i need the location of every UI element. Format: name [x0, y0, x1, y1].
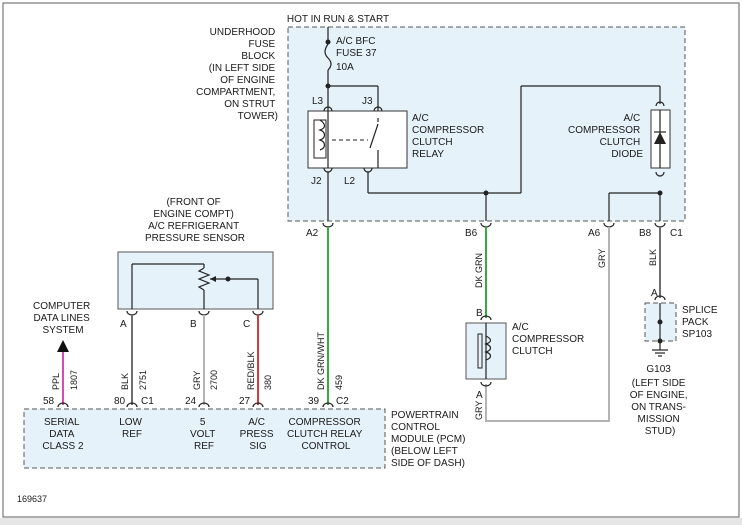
wire-gry-sensor-color: GRY [192, 371, 202, 390]
computer-data-lines-system: COMPUTER DATA LINES SYSTEM [33, 301, 93, 352]
wire-dk-grn-color: DK GRN [474, 253, 484, 288]
wire-ppl-circuit: 1807 [69, 370, 79, 390]
relay-label: A/C COMPRESSOR CLUTCH RELAY [412, 113, 487, 160]
connector-b6: B6 [465, 228, 478, 239]
pcm-connector-c2: C2 [336, 396, 349, 407]
sensor-pin-c: C [243, 319, 250, 330]
ac-refrigerant-pressure-sensor: (FRONT OF ENGINE COMPT) A/C REFRIGERANT … [117, 197, 274, 330]
pcm-pin-27: 27 [239, 396, 251, 407]
fuse-block-label: UNDERHOOD FUSE BLOCK (IN LEFT SIDE OF EN… [196, 27, 278, 122]
hot-in-run-start-label: HOT IN RUN & START [287, 14, 389, 25]
pcm-label: POWERTRAIN CONTROL MODULE (PCM) (BELOW L… [391, 410, 468, 469]
wire-blk-sensor-color: BLK [120, 373, 130, 390]
relay-pin-l2: L2 [344, 176, 356, 187]
fuse-block-internal-wiring [327, 85, 663, 221]
wire-blk-ground-color: BLK [648, 249, 658, 266]
wire-gry-diode [485, 227, 610, 422]
pcm-pin-label-low-ref: LOW REF [119, 417, 145, 440]
ground-label: G103 (LEFT SIDE OF ENGINE, ON TRANS- MIS… [630, 364, 691, 437]
wire-gry-sensor-circuit: 2700 [209, 370, 219, 390]
diode-label: A/C COMPRESSOR CLUTCH DIODE [568, 113, 643, 160]
clutch-gry-label: GRY [474, 401, 484, 420]
figure-number: 169637 [17, 494, 47, 504]
pcm-pin-24: 24 [185, 396, 197, 407]
pcm-pin-label-press-sig: A/C PRESS SIG [240, 417, 277, 452]
clutch-label: A/C COMPRESSOR CLUTCH [512, 322, 587, 357]
clutch-pin-a: A [476, 390, 483, 401]
splice-pin-a: A [651, 288, 658, 299]
relay-pin-j3: J3 [362, 96, 373, 107]
pcm-pin-39: 39 [308, 396, 320, 407]
wire-labels: PPL 1807 BLK 2751 GRY 2700 RED/BLK 380 D… [51, 249, 658, 390]
clutch-pin-b: B [476, 308, 483, 319]
sensor-pin-a: A [120, 319, 127, 330]
relay-pin-l3: L3 [312, 96, 324, 107]
wire-ppl-color: PPL [51, 373, 61, 390]
wire-red-blk-color: RED/BLK [246, 351, 256, 390]
pcm-pin-label-relay-control: COMPRESSOR CLUTCH RELAY CONTROL [287, 417, 365, 452]
sensor-pin-b: B [190, 319, 197, 330]
connector-c1-fuse-block: C1 [670, 228, 683, 239]
computer-data-lines-label: COMPUTER DATA LINES SYSTEM [33, 301, 93, 336]
wire-dk-grn-wht-color: DK GRN/WHT [316, 332, 326, 390]
relay-pin-j2: J2 [311, 176, 322, 187]
wire-dk-grn-wht-circuit: 459 [334, 375, 344, 390]
bottom-bar [0, 518, 742, 525]
splice-pack-sp103: A SPLICE PACK SP103 G103 (LEFT SIDE OF E… [630, 288, 720, 437]
pcm-pin-label-serial-data: SERIAL DATA CLASS 2 [42, 417, 84, 452]
fuse-37: A/C BFC FUSE 37 10A [324, 27, 379, 89]
connector-a2: A2 [306, 228, 319, 239]
connector-b8: B8 [639, 228, 652, 239]
wires [62, 227, 661, 422]
ac-compressor-clutch-relay: L3 J3 A/C COMPRESSOR CLUTCH RELAY J2 L2 [307, 86, 487, 187]
wire-blk-sensor-circuit: 2751 [138, 370, 148, 390]
fuse-block-connectors: A2 B6 A6 B8 C1 [306, 222, 683, 239]
wire-gry-diode-color: GRY [597, 249, 607, 268]
sensor-title: (FRONT OF ENGINE COMPT) A/C REFRIGERANT … [145, 197, 245, 244]
wire-red-blk-circuit: 380 [263, 375, 273, 390]
splice-label: SPLICE PACK SP103 [682, 305, 720, 340]
pcm-pin-58: 58 [43, 396, 55, 407]
pcm-pin-80: 80 [114, 396, 126, 407]
powertrain-control-module: 58 80 C1 24 27 39 C2 SERIAL DATA CLASS 2… [23, 396, 468, 469]
ac-compressor-clutch-diode: A/C COMPRESSOR CLUTCH DIODE [568, 86, 671, 177]
pcm-pin-label-5v-ref: 5 VOLT REF [190, 417, 218, 452]
fuse-label: A/C BFC FUSE 37 10A [336, 36, 379, 73]
ac-compressor-clutch: B A GRY A/C COMPRESSOR CLUTCH [465, 308, 587, 420]
pcm-connector-c1: C1 [141, 396, 154, 407]
connector-a6: A6 [588, 228, 601, 239]
